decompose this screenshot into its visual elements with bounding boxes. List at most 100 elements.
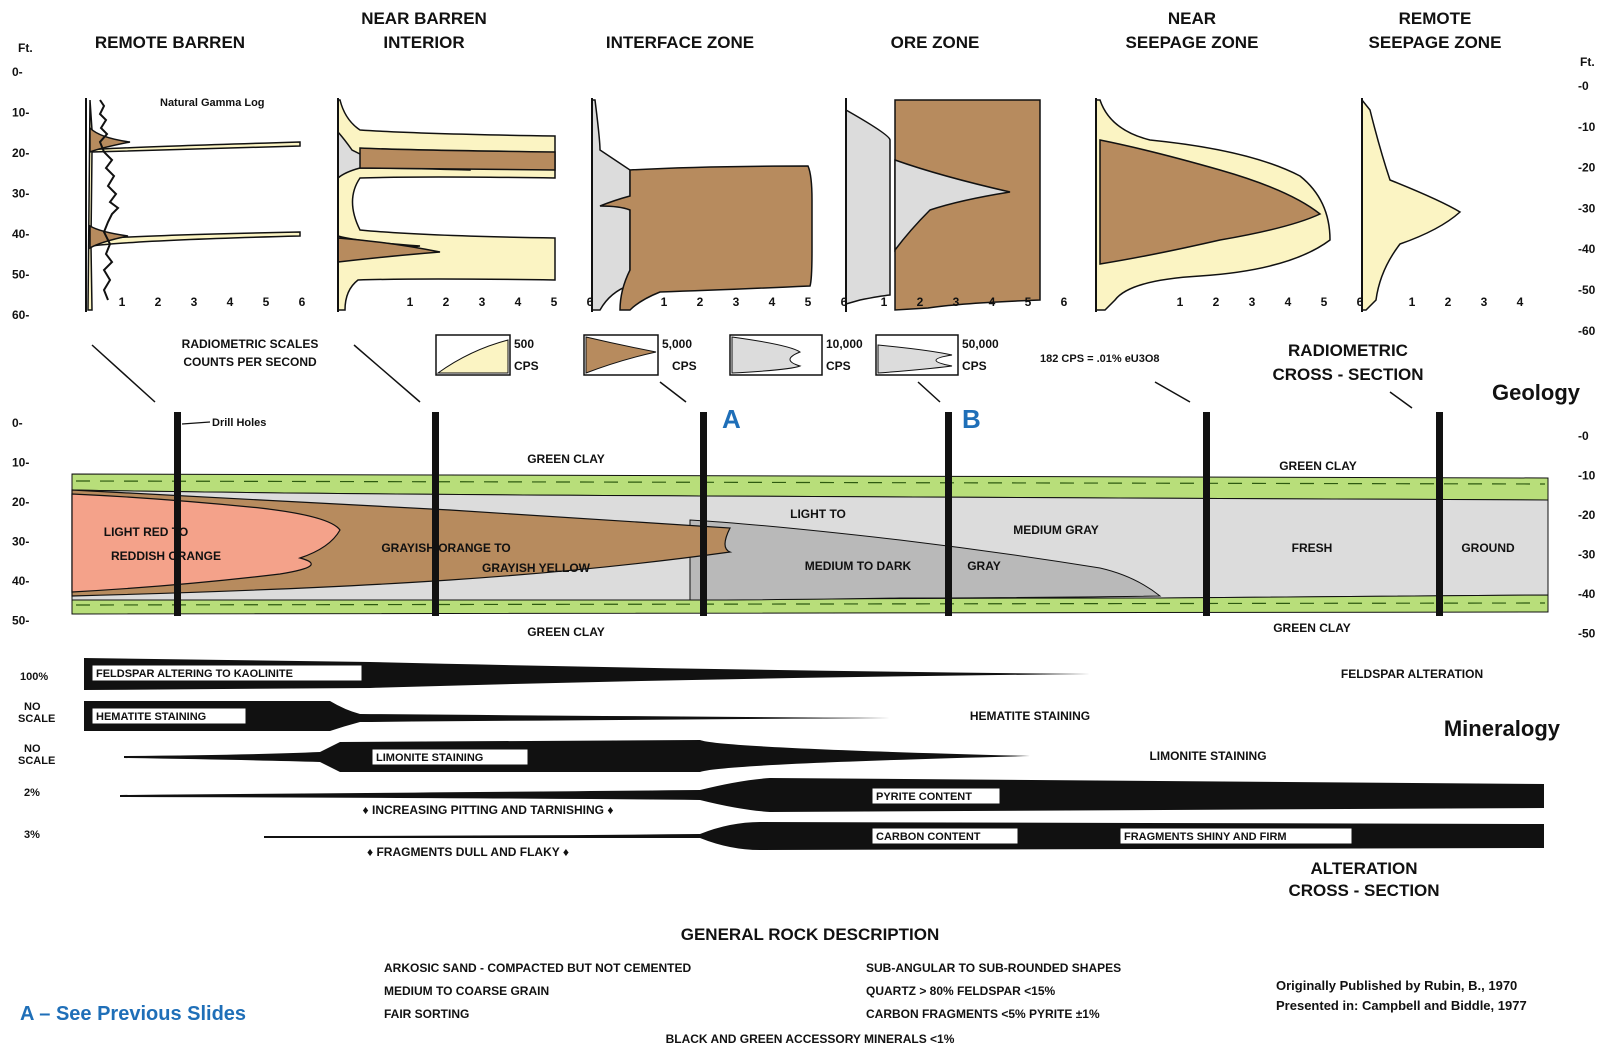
label-reddish-orange: REDDISH ORANGE bbox=[111, 549, 221, 563]
geology-depth-tick: -40 bbox=[1578, 587, 1596, 601]
zone-header-remote-seepage-2: SEEPAGE ZONE bbox=[1369, 33, 1502, 52]
carbon-label: CARBON CONTENT bbox=[876, 831, 981, 843]
log-scale-tick: 3 bbox=[191, 295, 198, 309]
log-scale-tick: 4 bbox=[1517, 295, 1524, 309]
label-grayish-orange: GRAYISH ORANGE TO bbox=[381, 541, 510, 555]
gamma-log-panels: Natural Gamma Log bbox=[86, 97, 1460, 312]
label-green-clay-bottom-right: GREEN CLAY bbox=[1273, 621, 1351, 635]
scale-legend-unit: CPS bbox=[672, 359, 697, 373]
radiometric-cross-section-line2: CROSS - SECTION bbox=[1272, 365, 1423, 384]
label-medium-to-dark: MEDIUM TO DARK bbox=[805, 559, 912, 573]
log-scale-tick: 2 bbox=[443, 295, 450, 309]
log-depth-tick: 20- bbox=[12, 146, 29, 160]
label-grayish-yellow: GRAYISH YELLOW bbox=[482, 561, 591, 575]
limonite-right-label: LIMONITE STAINING bbox=[1149, 749, 1266, 763]
marker-a: A bbox=[722, 404, 741, 434]
gamma-brown-peak bbox=[360, 148, 555, 170]
rock-bottom: BLACK AND GREEN ACCESSORY MINERALS <1% bbox=[666, 1032, 955, 1046]
drill-hole bbox=[945, 412, 952, 616]
log-depth-tick: 30- bbox=[12, 187, 29, 201]
limonite-bar bbox=[124, 740, 1030, 772]
scale-legend-unit: CPS bbox=[962, 359, 987, 373]
log-scale-tick: 2 bbox=[1213, 295, 1220, 309]
gamma-log-near-barren bbox=[338, 98, 555, 312]
geology-depth-tick: 0- bbox=[12, 416, 23, 430]
scales-caption-line1: RADIOMETRIC SCALES bbox=[182, 337, 319, 351]
geology-depth-tick: 50- bbox=[12, 614, 29, 628]
label-light-red: LIGHT RED TO bbox=[104, 525, 188, 539]
mineralogy-heading: Mineralogy bbox=[1444, 716, 1561, 741]
drill-hole bbox=[432, 412, 439, 616]
zone-headers: REMOTE BARREN NEAR BARREN INTERIOR INTER… bbox=[95, 9, 1502, 52]
log-depth-tick: -20 bbox=[1578, 161, 1596, 175]
log-scale-tick: 3 bbox=[733, 295, 740, 309]
log-scale-tick: 6 bbox=[1061, 295, 1068, 309]
log-scale-tick: 6 bbox=[299, 295, 306, 309]
log-scale-tick: 3 bbox=[953, 295, 960, 309]
geology-depth-ticks-right: -0-10-20-30-40-50 bbox=[1578, 429, 1596, 641]
zone-header-remote-seepage: REMOTE bbox=[1399, 9, 1472, 28]
alteration-cross-section-line1: ALTERATION bbox=[1310, 859, 1417, 878]
log-depth-tick: -40 bbox=[1578, 242, 1596, 256]
geology-depth-tick: -30 bbox=[1578, 548, 1596, 562]
log-scale-tick: 1 bbox=[119, 295, 126, 309]
scale-label-no-scale: NO bbox=[24, 743, 41, 755]
label-light-to: LIGHT TO bbox=[790, 507, 846, 521]
geology-depth-tick: -0 bbox=[1578, 429, 1589, 443]
log-scale-tick: 6 bbox=[1357, 295, 1364, 309]
zone-header-interface: INTERFACE ZONE bbox=[606, 33, 754, 52]
zone-header-remote-barren: REMOTE BARREN bbox=[95, 33, 245, 52]
log-scale-tick: 5 bbox=[805, 295, 812, 309]
rock-right-2: QUARTZ > 80% FELDSPAR <15% bbox=[866, 984, 1055, 998]
log-scale-tick: 4 bbox=[227, 295, 234, 309]
zone-header-near-barren: NEAR BARREN bbox=[361, 9, 487, 28]
log-depth-tick: -60 bbox=[1578, 324, 1596, 338]
cps-equivalence: 182 CPS = .01% eU3O8 bbox=[1040, 353, 1160, 365]
log-depth-tick: -0 bbox=[1578, 79, 1589, 93]
drill-hole bbox=[174, 412, 181, 616]
log-scale-tick: 6 bbox=[841, 295, 848, 309]
geology-depth-tick: -20 bbox=[1578, 508, 1596, 522]
geology-depth-tick: -50 bbox=[1578, 627, 1596, 641]
rock-left-3: FAIR SORTING bbox=[384, 1007, 469, 1021]
mineralogy-scale-labels: 100% NO SCALE NO SCALE 2% 3% bbox=[18, 671, 55, 841]
zone-header-near-seepage: NEAR bbox=[1168, 9, 1216, 28]
drill-hole bbox=[1436, 412, 1443, 616]
log-scale-tick: 3 bbox=[479, 295, 486, 309]
mineralogy-bars: FELDSPAR ALTERING TO KAOLINITE FELDSPAR … bbox=[84, 658, 1544, 859]
limonite-label: LIMONITE STAINING bbox=[376, 752, 483, 764]
label-gray: GRAY bbox=[967, 559, 1001, 573]
log-scale-tick: 2 bbox=[917, 295, 924, 309]
scale-label-no-scale: NO bbox=[24, 701, 41, 713]
feldspar-label: FELDSPAR ALTERING TO KAOLINITE bbox=[96, 668, 293, 680]
radiometric-cross-section-line1: RADIOMETRIC bbox=[1288, 341, 1408, 360]
scale-label-scale: SCALE bbox=[18, 713, 55, 725]
depth-unit-left: Ft. bbox=[18, 41, 33, 55]
log-depth-tick: 50- bbox=[12, 268, 29, 282]
geology-cross-section: Drill Holes GREEN CLAY GREEN CLAY GREEN … bbox=[72, 412, 1548, 639]
zone-header-near-barren-2: INTERIOR bbox=[383, 33, 464, 52]
zone-header-ore: ORE ZONE bbox=[891, 33, 980, 52]
pyrite-bar bbox=[120, 778, 1544, 812]
scale-label-2: 2% bbox=[24, 787, 40, 799]
carbon-shiny-label: FRAGMENTS SHINY AND FIRM bbox=[1124, 831, 1287, 843]
rock-left-2: MEDIUM TO COARSE GRAIN bbox=[384, 984, 549, 998]
alteration-cross-section-line2: CROSS - SECTION bbox=[1288, 881, 1439, 900]
log-scale-tick: 3 bbox=[1481, 295, 1488, 309]
gamma-log-trace bbox=[100, 100, 118, 300]
gamma-brown-envelope bbox=[600, 166, 812, 310]
label-medium-gray: MEDIUM GRAY bbox=[1013, 523, 1099, 537]
zone-header-near-seepage-2: SEEPAGE ZONE bbox=[1126, 33, 1259, 52]
footnote-see-previous: A – See Previous Slides bbox=[20, 1003, 246, 1025]
log-scale-tick: 2 bbox=[1445, 295, 1452, 309]
geology-depth-tick: 20- bbox=[12, 495, 29, 509]
log-scale-tick: 5 bbox=[1025, 295, 1032, 309]
log-scale-tick: 4 bbox=[769, 295, 776, 309]
gamma-yellow-envelope bbox=[338, 100, 555, 310]
gamma-log-ore bbox=[846, 98, 1040, 312]
geology-depth-tick: 10- bbox=[12, 456, 29, 470]
hematite-label: HEMATITE STAINING bbox=[96, 711, 206, 723]
scale-legend-50000: 50,000 CPS bbox=[876, 335, 999, 375]
drill-hole bbox=[1203, 412, 1210, 616]
